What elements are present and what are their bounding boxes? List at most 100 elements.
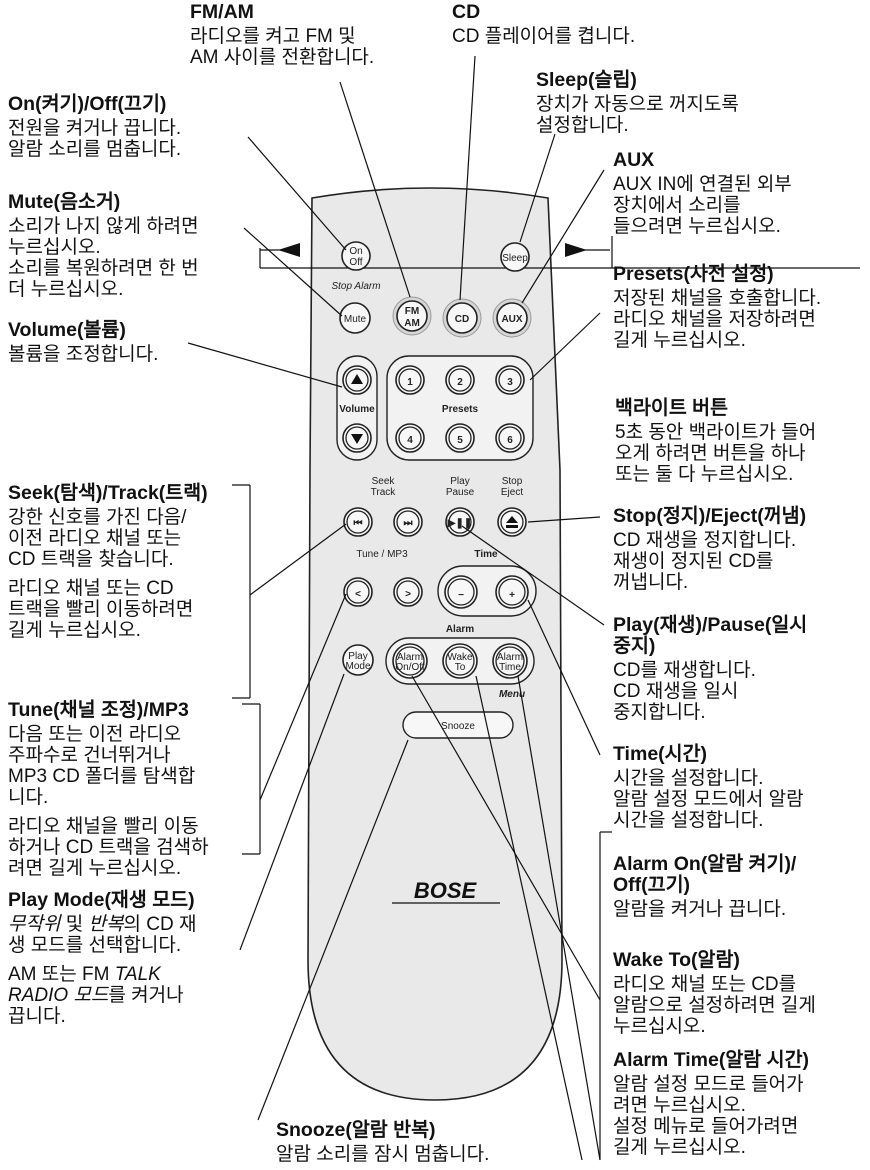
preset-2-label: 2 [457, 377, 463, 388]
aux-button[interactable]: AUX [492, 298, 532, 338]
preset-4-button[interactable]: 4 [395, 423, 425, 453]
tune-mp3-label: Tune / MP3 [356, 549, 408, 560]
bose-logo: BOSE [414, 878, 478, 903]
play-text: CD를 재생합니다. CD 재생을 일시 중지합니다. [613, 660, 756, 723]
annotation-cd: CD CD 플레이어를 켭니다. [452, 2, 636, 48]
preset-6-button[interactable]: 6 [495, 423, 525, 453]
preset-6-label: 6 [507, 435, 513, 446]
presets-text: 저장된 채널을 호출합니다. 라디오 채널을 저장하려면 길게 누르십시오. [613, 288, 822, 351]
alarm-onoff-button[interactable]: Alarm On/Off [392, 643, 428, 679]
seek-text: 강한 신호를 가진 다음/ 이전 라디오 채널 또는 CD 트랙을 찾습니다. [8, 507, 187, 570]
preset-3-label: 3 [507, 377, 513, 388]
svg-text:+: + [509, 590, 515, 601]
snooze-button[interactable]: Snooze [402, 711, 514, 739]
annotation-aux: AUX AUX IN에 연결된 외부 장치에서 소리를 들으려면 누르십시오. [613, 149, 792, 238]
alarm-time-label-2: Time [499, 662, 521, 673]
preset-1-button[interactable]: 1 [395, 365, 425, 395]
am-label: AM [404, 318, 420, 329]
play-mode-button[interactable]: Play Mode [342, 644, 374, 676]
alarm-onoff-title: Alarm On(알람 켜기)/ Off(끄기) [613, 853, 797, 896]
alarm-label: Alarm [446, 624, 474, 635]
preset-5-button[interactable]: 5 [445, 423, 475, 453]
onoff-text: 전원을 켜거나 끕니다. 알람 소리를 멈춥니다. [8, 118, 182, 160]
volume-title: Volume(볼륨) [8, 319, 126, 341]
alarmtime-title: Alarm Time(알람 시간) [613, 1049, 810, 1071]
backlight-text: 5초 동안 백라이트가 들어 오게 하려면 버튼을 하나 또는 둘 다 누르십시… [615, 422, 817, 485]
sleep-title: Sleep(슬립) [536, 69, 637, 91]
play-label-1: Play [450, 476, 469, 487]
wake-to-label-1: Wake [447, 652, 473, 663]
cd-label: CD [455, 314, 469, 325]
wake-to-label-2: To [455, 662, 466, 673]
preset-4-label: 4 [407, 435, 413, 446]
play-mode-label-2: Mode [345, 661, 370, 672]
svg-text:−: − [458, 590, 464, 601]
alarm-onoff-label-2: On/Off [395, 662, 424, 673]
volume-label: Volume [339, 404, 375, 415]
sleep-text: 장치가 자동으로 꺼지도록 설정합니다. [536, 94, 739, 136]
onoff-label-1: On [349, 246, 362, 257]
playmode-text: 무작위 및 반복의 CD 재 생 모드를 선택합니다. [8, 914, 197, 956]
annotation-onoff: On(켜기)/Off(끄기) 전원을 켜거나 끕니다. 알람 소리를 멈춥니다. [8, 94, 182, 161]
playmode-title: Play Mode(재생 모드) [8, 889, 195, 911]
play-title: Play(재생)/Pause(일시 중지) [613, 614, 808, 657]
aux-label: AUX [501, 314, 522, 325]
annotation-waketo: Wake To(알람) 라디오 채널 또는 CD를 알람으로 설정하려면 길게 … [613, 950, 816, 1038]
stop-eject-button[interactable] [497, 507, 527, 537]
time-title: Time(시간) [613, 743, 708, 765]
annotation-time: Time(시간) 시간을 설정합니다. 알람 설정 모드에서 알람 시간을 설정… [613, 743, 804, 832]
onoff-button[interactable]: On Off [341, 241, 371, 271]
cd-text: CD 플레이어를 켭니다. [452, 26, 636, 47]
annotation-mute: Mute(음소거) 소리가 나지 않게 하려면 누르십시오. 소리를 복원하려면… [8, 191, 199, 301]
volume-up-button[interactable] [342, 365, 372, 395]
seek-forward-button[interactable]: ⏭ [393, 507, 423, 537]
fm-am-button[interactable]: FM AM [392, 296, 432, 336]
annotation-tune: Tune(채널 조정)/MP3 다음 또는 이전 라디오 주파수로 건너뛰거나 … [8, 700, 209, 880]
preset-1-label: 1 [407, 377, 413, 388]
svg-text:▶❚❚: ▶❚❚ [447, 518, 472, 529]
fm-am-text: 라디오를 켜고 FM 및 AM 사이를 전환합니다. [190, 26, 375, 68]
cd-button[interactable]: CD [442, 298, 482, 338]
alarmtime-text: 알람 설정 모드로 들어가 려면 누르십시오. 설정 메뉴로 들어가려면 길게 … [613, 1074, 804, 1158]
play-label-2: Pause [446, 487, 475, 498]
stop-label-2: Eject [501, 487, 523, 498]
tune-text: 다음 또는 이전 라디오 주파수로 건너뛰거나 MP3 CD 폴더를 탐색합 니… [8, 724, 196, 808]
seek-label-2: Track [371, 487, 397, 498]
menu-label: Menu [499, 689, 525, 700]
wake-to-button[interactable]: Wake To [442, 643, 478, 679]
preset-2-button[interactable]: 2 [445, 365, 475, 395]
mute-text: 소리가 나지 않게 하려면 누르십시오. 소리를 복원하려면 한 번 더 누르십… [8, 216, 199, 300]
annotation-seek: Seek(탐색)/Track(트랙) 강한 신호를 가진 다음/ 이전 라디오 … [8, 483, 208, 642]
preset-3-button[interactable]: 3 [495, 365, 525, 395]
stop-text: CD 재생을 정지합니다. 재생이 정지된 CD를 꺼냅니다. [613, 530, 797, 593]
annotation-sleep: Sleep(슬립) 장치가 자동으로 꺼지도록 설정합니다. [536, 69, 739, 137]
alarm-onoff-label-1: Alarm [397, 652, 423, 663]
time-minus-button[interactable]: − [444, 575, 478, 609]
stop-alarm-label: Stop Alarm [331, 281, 380, 292]
snooze-text: 알람 소리를 잠시 멈춥니다. [276, 1144, 490, 1165]
volume-down-button[interactable] [342, 423, 372, 453]
alarm-time-label-1: Alarm [497, 652, 523, 663]
seek-back-button[interactable]: ⏮ [343, 507, 373, 537]
presets-label: Presets [442, 404, 479, 415]
tune-up-button[interactable]: > [393, 577, 423, 607]
mute-button[interactable]: Mute [339, 302, 371, 334]
aux-text: AUX IN에 연결된 외부 장치에서 소리를 들으려면 누르십시오. [613, 174, 792, 237]
backlight-title: 백라이트 버튼 [615, 397, 729, 419]
tune-down-button[interactable]: < [343, 577, 373, 607]
annotation-stop: Stop(정지)/Eject(꺼냄) CD 재생을 정지합니다. 재생이 정지된… [613, 506, 806, 594]
mute-label: Mute [344, 314, 367, 325]
waketo-text: 라디오 채널 또는 CD를 알람으로 설정하려면 길게 누르십시오. [613, 974, 816, 1037]
mute-title: Mute(음소거) [8, 191, 121, 213]
alarm-time-button[interactable]: Alarm Time [492, 643, 528, 679]
svg-text:⏮: ⏮ [354, 518, 363, 529]
annotation-alarm-onoff: Alarm On(알람 켜기)/ Off(끄기) 알람을 켜거나 끕니다. [613, 853, 797, 921]
stop-label-1: Stop [502, 476, 523, 487]
time-label: Time [474, 549, 498, 560]
playmode-text-2: AM 또는 FM TALK RADIO 모드를 켜거나 끕니다. [8, 964, 184, 1027]
annotation-presets: Presets(사전 설정) 저장된 채널을 호출합니다. 라디오 채널을 저장… [613, 264, 822, 352]
sleep-button[interactable]: Sleep [500, 242, 530, 272]
aux-title: AUX [613, 149, 655, 171]
annotation-snooze: Snooze(알람 반복) 알람 소리를 잠시 멈춥니다. [276, 1120, 490, 1166]
time-plus-button[interactable]: + [495, 575, 529, 609]
